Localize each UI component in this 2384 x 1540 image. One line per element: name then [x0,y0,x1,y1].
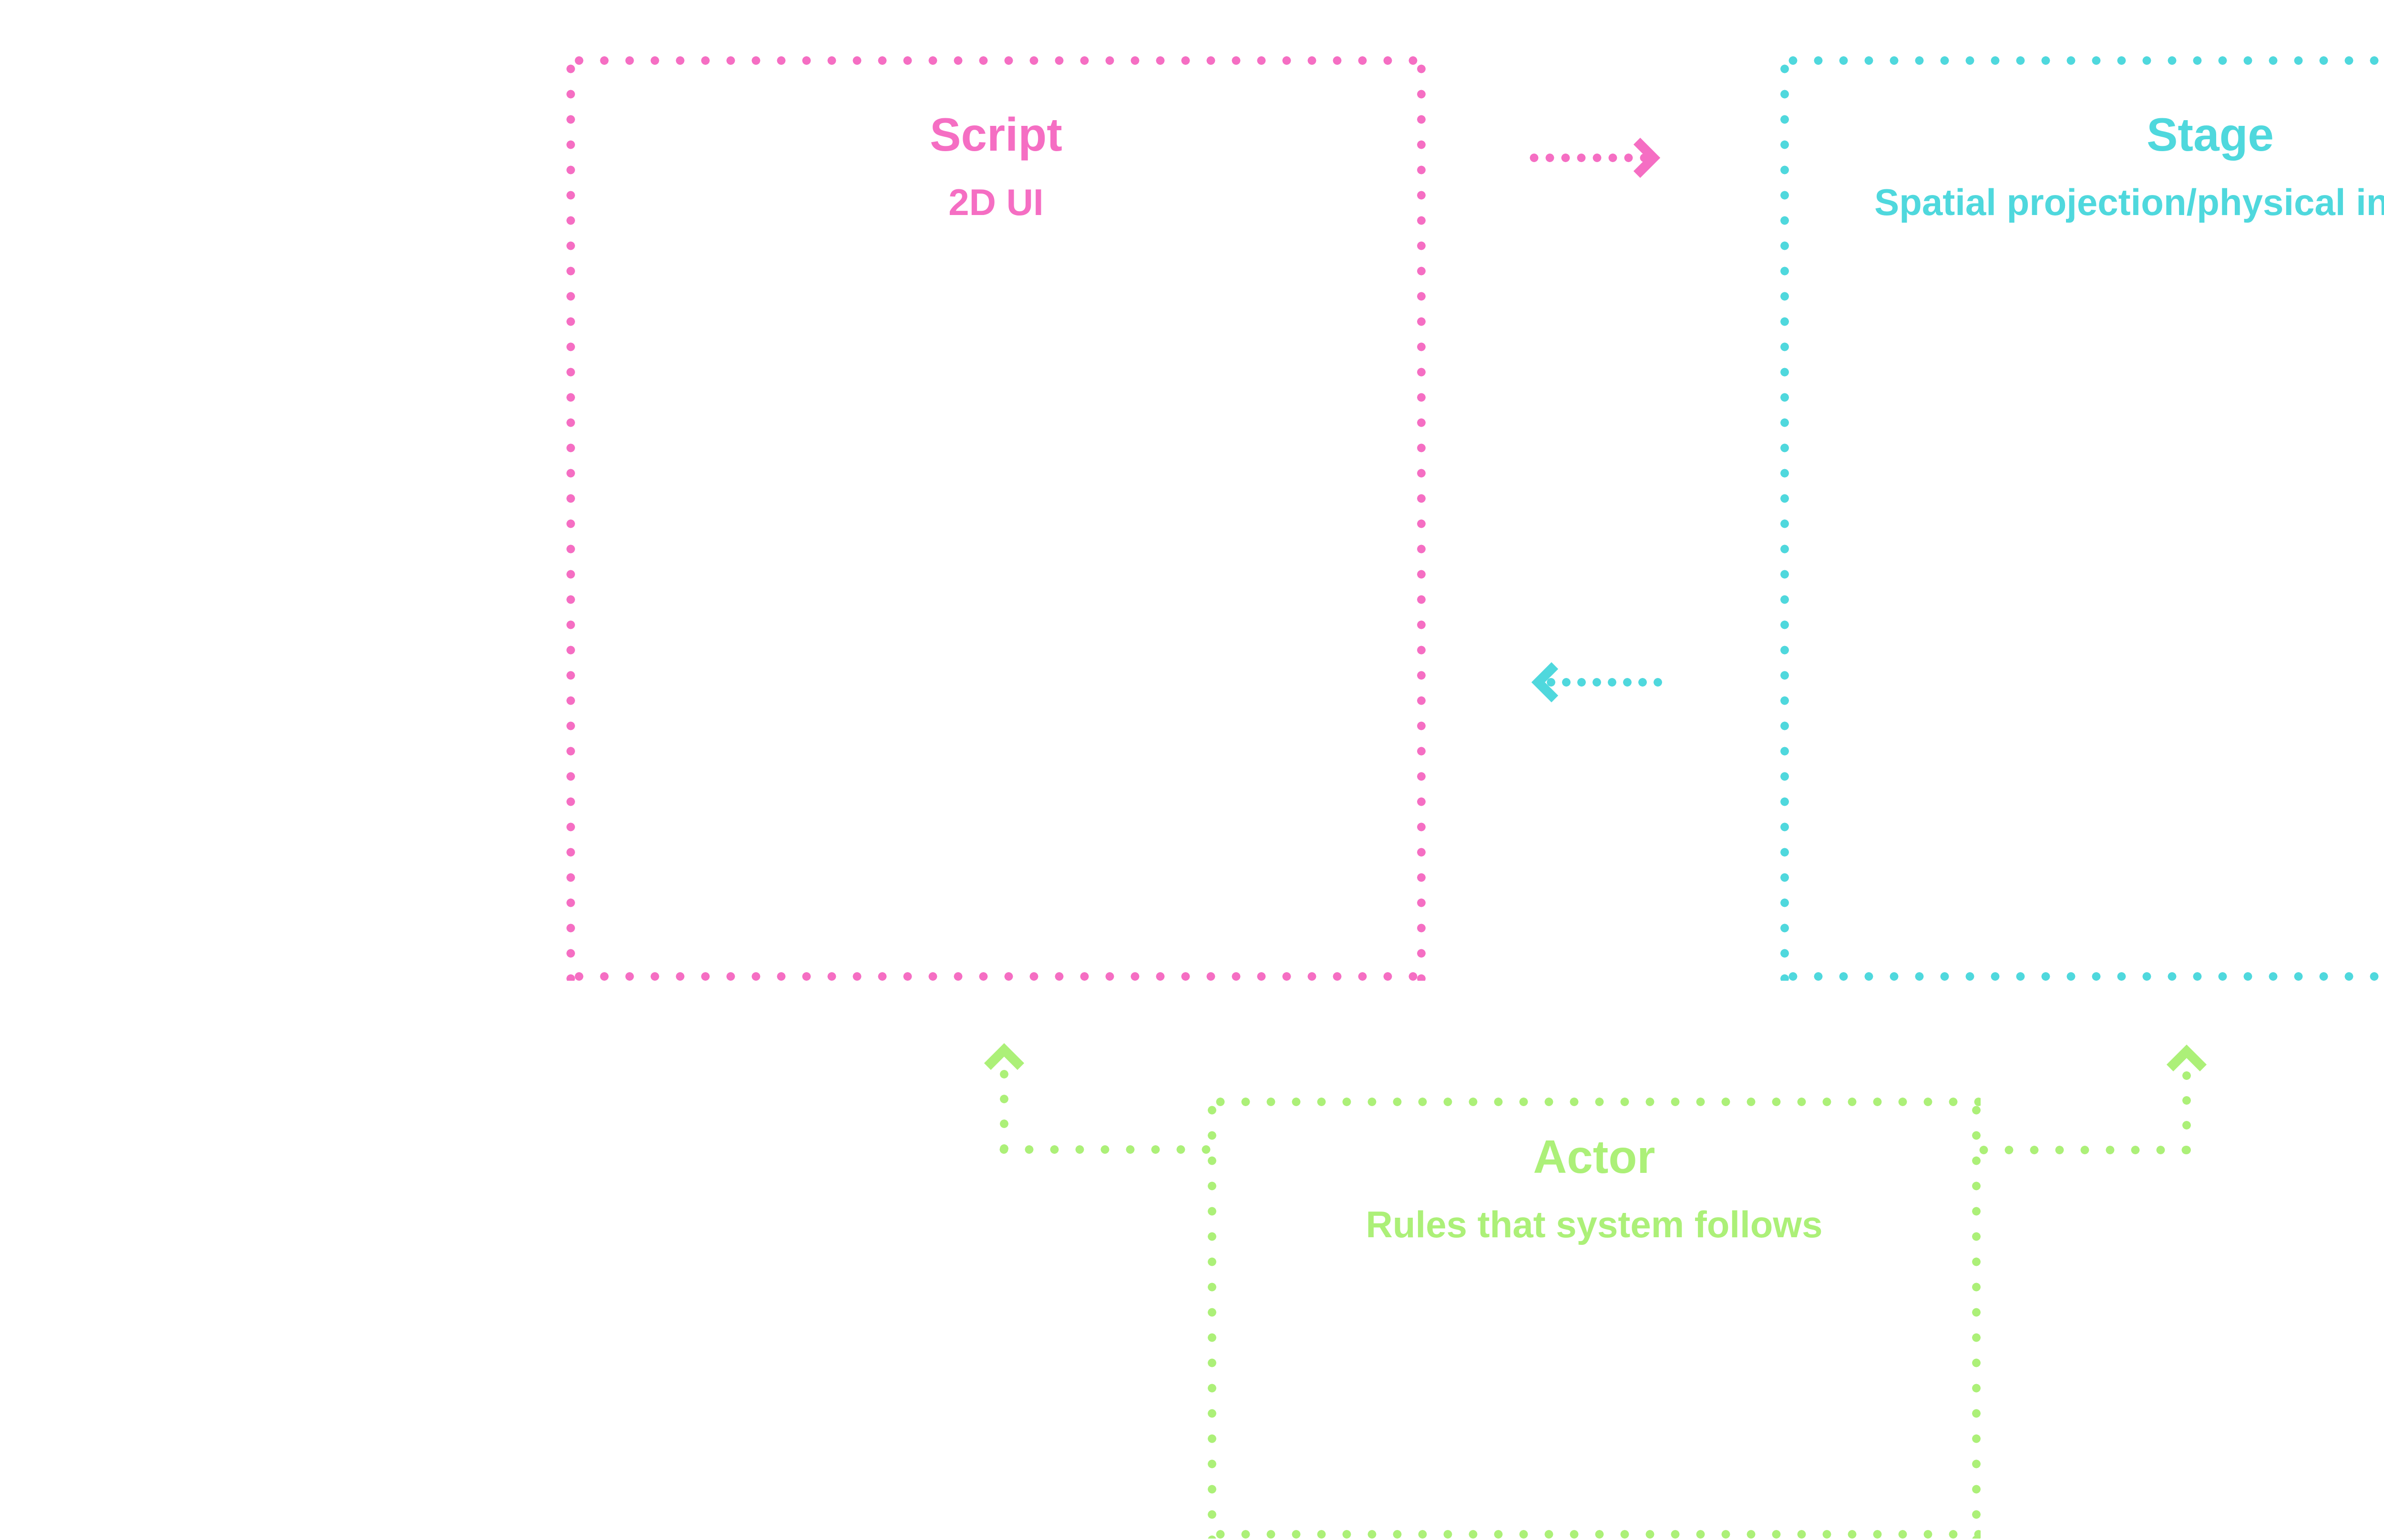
actor-title: Actor [1533,1130,1655,1183]
arrow-script-to-stage-dotted-line [1526,154,1652,162]
arrow-actor-to-stage-horizontal-line [1971,1146,2195,1154]
stage-subtitle: Spatial projection/physical interaction [1874,181,2384,223]
chevron-right-icon [1627,135,1663,180]
arrow-stage-to-script-dotted-line [1543,678,1665,687]
arrow-actor-to-stage-vertical-line [2182,1063,2191,1162]
script-title: Script [930,108,1062,161]
chevron-up-icon [983,1039,1026,1075]
chevron-up-icon [2165,1041,2208,1077]
actor-subtitle: Rules that system follows [1366,1203,1823,1245]
box-script[interactable]: Script 2D UI [566,56,1426,981]
box-stage[interactable]: Stage Spatial projection/physical intera… [1780,56,2384,981]
arrow-actor-to-script-horizontal-line [991,1145,1215,1154]
arrow-actor-to-script-vertical-line [1000,1062,1008,1161]
script-subtitle: 2D UI [948,181,1044,223]
stage-title: Stage [2147,108,2274,161]
box-actor[interactable]: Actor Rules that system follows [1208,1098,1981,1539]
chevron-left-icon [1529,660,1564,705]
